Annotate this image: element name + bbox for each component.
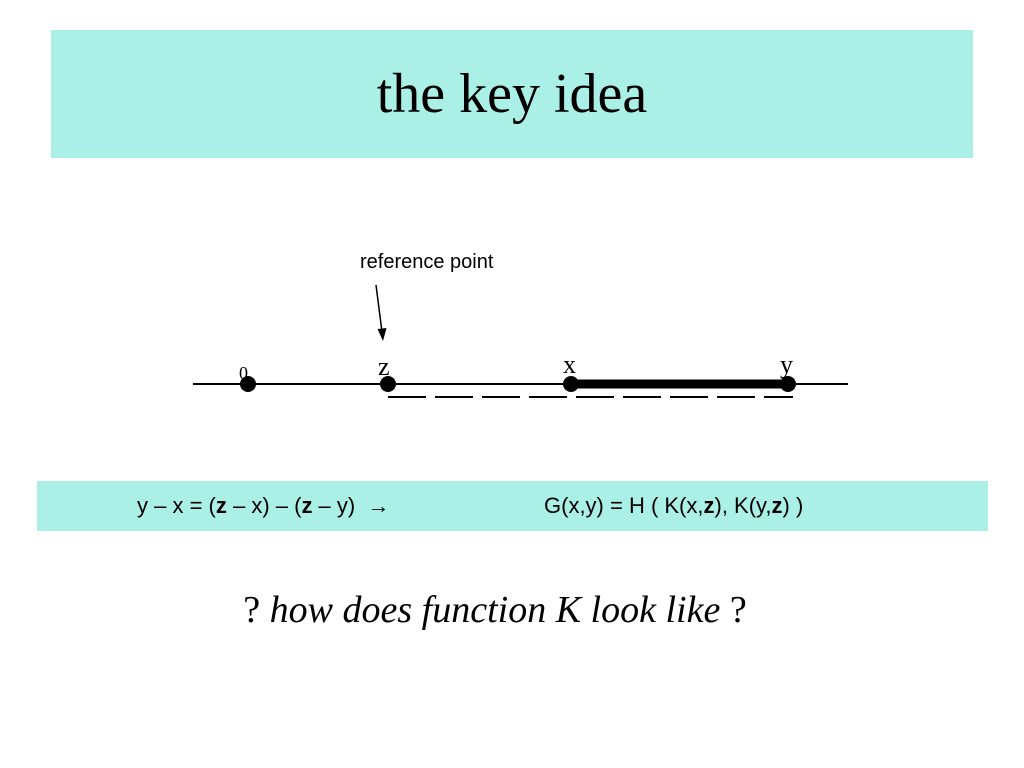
question-text: ? how does function K look like ? [0,588,990,632]
label-origin: 0 [239,363,248,383]
composition-formula: G(x,y) = H ( K(x,z), K(y,z) ) [544,493,803,519]
question-body: how does function K look like [269,589,721,631]
formula-text: G(x,y) = H ( K(x, [544,493,704,518]
reference-arrow-shaft [375,284,383,333]
formula-text: ) ) [782,493,804,518]
formula-text: y – x = ( [137,493,216,518]
reference-point-label: reference point [360,251,494,273]
formula-z: z [301,493,313,518]
slide-title: the key idea [376,63,648,125]
right-arrow-icon: → [367,493,390,518]
formula-z: z [771,493,783,518]
formula-z: z [215,493,227,518]
formula-band: y – x = (z – x) – (z – y) → G(x,y) = H (… [37,481,988,531]
label-y: y [780,350,793,379]
question-mark: ? [243,589,261,631]
formula-text: – y) [312,493,356,518]
label-x: x [563,350,576,379]
point-z [380,376,396,392]
formula-text: – x) – ( [226,493,302,518]
question-mark: ? [729,589,747,631]
formula-text: ), K(y, [714,493,772,518]
formula-z: z [703,493,715,518]
title-band: the key idea [51,30,973,158]
label-z: z [378,352,390,381]
difference-formula: y – x = (z – x) – (z – y) → [137,493,389,519]
point-y [780,376,796,392]
point-origin [240,376,256,392]
reference-arrow-head [377,328,387,341]
point-x [563,376,579,392]
